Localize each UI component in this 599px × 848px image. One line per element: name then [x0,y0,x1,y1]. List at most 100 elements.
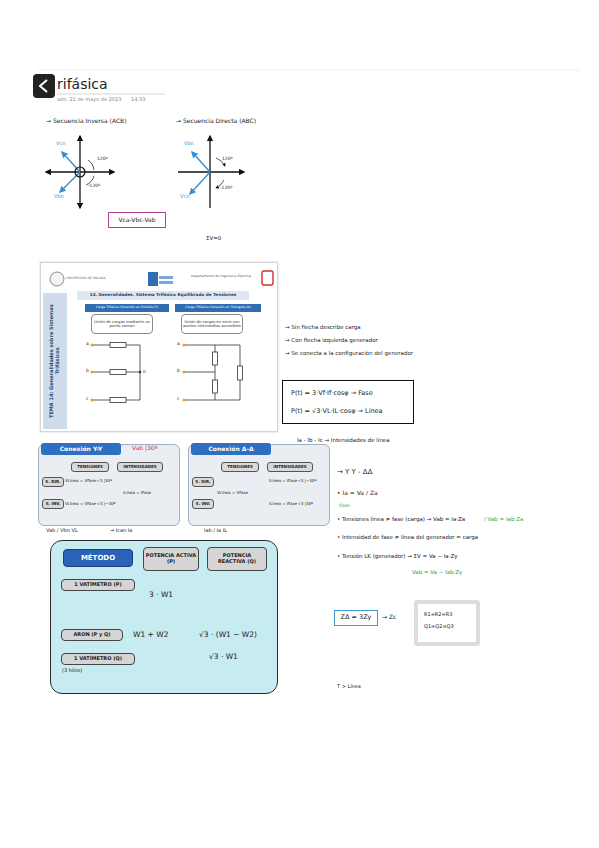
date-text: ado, 21 de mayo de 2023 [57,97,121,103]
note-text: T > Línea [337,684,361,690]
box-text: TENSIONES [227,465,253,470]
box-text: W1 + W2 [133,631,168,640]
note-text: Vab = Va − Iab·Zy [412,569,462,575]
box-text: TEMA 14: Generalidades sobre Sistemas Tr… [49,293,61,429]
note-text: • Tensión LK (generador) → ΣV = Va − Ia·… [337,553,458,559]
back-chevron [40,80,47,92]
box-text: P(t) = √3·VL·IL·cosφ → Línea [291,408,383,415]
terminal-label: a [177,341,180,346]
slide-header: 14. Generalidades. Sistema Trifásico Equ… [77,291,249,300]
method-row: 1 VATÍMETRO (P) [61,579,135,591]
phasor-diagram [46,136,114,208]
table-header: INTENSIDADES [117,462,163,472]
phasor-label: Vbn [184,141,194,147]
box-text: S. DIR. [195,480,210,485]
row-header: S. INV. [42,499,64,509]
page-title: rifásica [57,76,108,92]
box-text: VLínea = VFase·√3 |30º [65,479,112,484]
box-text: Unión de cargas mediante un punto común [93,320,151,329]
phasor-label: Vcn [180,194,189,200]
box-text: √3 · (W1 − W2) [199,631,257,640]
note-text: Ia - Ib - Ic → Intensidades de línea [297,437,390,443]
box-text: Conexión Δ-Δ [191,443,271,455]
note-text: • Ia = Va / Za [337,490,378,497]
terminal-label: c [86,396,88,401]
terminal-label: b [86,368,89,373]
table-header: TENSIONES [221,462,259,472]
box-text: Q1=Q2=Q3 [424,624,454,630]
time-text: 14:33 [131,97,145,103]
box-text: Departamento de Ingeniería Eléctrica [191,275,251,279]
box-text: Carga Trifásica Conexión en Estrella (Y) [96,306,159,310]
box-text: S. DIR. [45,480,60,485]
note-text: → Zc [382,614,396,621]
table-header: INTENSIDADES [267,462,313,472]
note-heading: → Y Y - ΔΔ [337,468,372,476]
box-text: ILínea = IFase·√3 |−30º [269,479,316,484]
row-header: S. DIR. [42,477,64,487]
angle-label: 120º [222,156,233,161]
note-text: → Ican Ia [110,528,132,534]
slide-tab: Carga Trifásica Conexión en Triángulo (Δ… [175,304,261,312]
slide-note-box: Unión de cargas en serie con puntos inte… [181,314,243,334]
angle-label: 120º [97,156,108,161]
box-text: 14. Generalidades. Sistema Trifásico Equ… [90,293,237,298]
note-text: → Se conecta a la configuración del gene… [285,350,413,356]
slide-note-box: Unión de cargas mediante un punto común [91,314,153,334]
note-text: Iab / Ia IL [204,528,227,534]
row-header: S. DIR. [192,477,214,487]
note-text: Ifase [339,503,350,508]
formula-box: ZΔ = 3Zy [334,610,378,626]
note-text: ΣV=0 [206,235,221,241]
phasor-label: Vcn [56,141,65,147]
angle-label: -120º [220,185,232,190]
terminal-label: b [177,368,180,373]
note-text: Vab |30º [132,445,158,452]
box-text: √3 · W1 [209,653,238,662]
header-rule [38,70,580,71]
box-text: TENSIONES [77,465,103,470]
angle-label: -120º [88,183,100,188]
table-header: TENSIONES [71,462,109,472]
box-text: 1 VATÍMETRO (Q) [74,656,122,662]
table-header: POTENCIA REACTIVA (Q) [207,547,267,571]
note-text: Vab / Vbn VL [46,528,78,534]
note-heading: → Secuencia Inversa (ACB) [46,118,127,125]
note-text: • Intensidad de fase ≠ línea del generad… [337,534,478,540]
formula-box: P(t) = 3·Vf·If·cosφ → FaseP(t) = √3·VL·I… [282,380,414,424]
side-band: TEMA 14: Generalidades sobre Sistemas Tr… [43,293,67,429]
note-text: → Con flecha izquierda generador [285,337,378,343]
note-heading: → Secuencia Directa (ABC) [176,118,256,125]
note-box: R1=R2=R3Q1=Q2=Q3 [414,600,480,646]
note-text: / Vab = Iab·Za [484,516,523,522]
box-text: 1 VATÍMETRO (P) [74,582,121,588]
row-header: S. INV. [192,499,214,509]
box-text: ILínea = IFase [123,491,151,496]
box-text: Carga Trifásica Conexión en Triángulo (Δ… [185,306,251,310]
box-text: S. INV. [46,502,61,507]
back-button [33,74,55,98]
box-text: 3 · W1 [149,591,173,600]
box-text: P(t) = 3·Vf·If·cosφ → Fase [291,390,373,397]
method-header: MÉTODO [63,549,133,567]
box-text: VLínea = VFase [217,491,248,496]
connection-panel: Conexión Y-Y VLínea = VFase·√3 |30ºILínea… [38,444,180,526]
box-text: POTENCIA REACTIVA (Q) [209,553,265,565]
terminal-label: c [177,396,179,401]
box-text: INTENSIDADES [123,465,156,470]
box-text: S. INV. [196,502,211,507]
connection-panel: Conexión Δ-ΔVLínea = VFaseILínea = IFase… [188,444,330,526]
box-text: R1=R2=R3 [424,612,452,618]
box-text: ZΔ = 3Zy [341,614,372,621]
box-text: Conexión Y-Y [41,443,121,455]
note-box: Vca-Vbc-Vab [108,212,166,228]
box-text: MÉTODO [81,554,115,562]
note-text: • Tensiones línea ≠ fase (carga) → Vab =… [337,516,465,522]
box-text: ILínea = IFase·√3 |30º [269,502,313,507]
phasor-label: Vbn [54,194,64,200]
box-text: POTENCIA ACTIVA (P) [145,553,197,565]
note-text: (3 hilos) [62,668,82,674]
box-text: INTENSIDADES [273,465,306,470]
method-row: 1 VATÍMETRO (Q) [61,653,135,665]
